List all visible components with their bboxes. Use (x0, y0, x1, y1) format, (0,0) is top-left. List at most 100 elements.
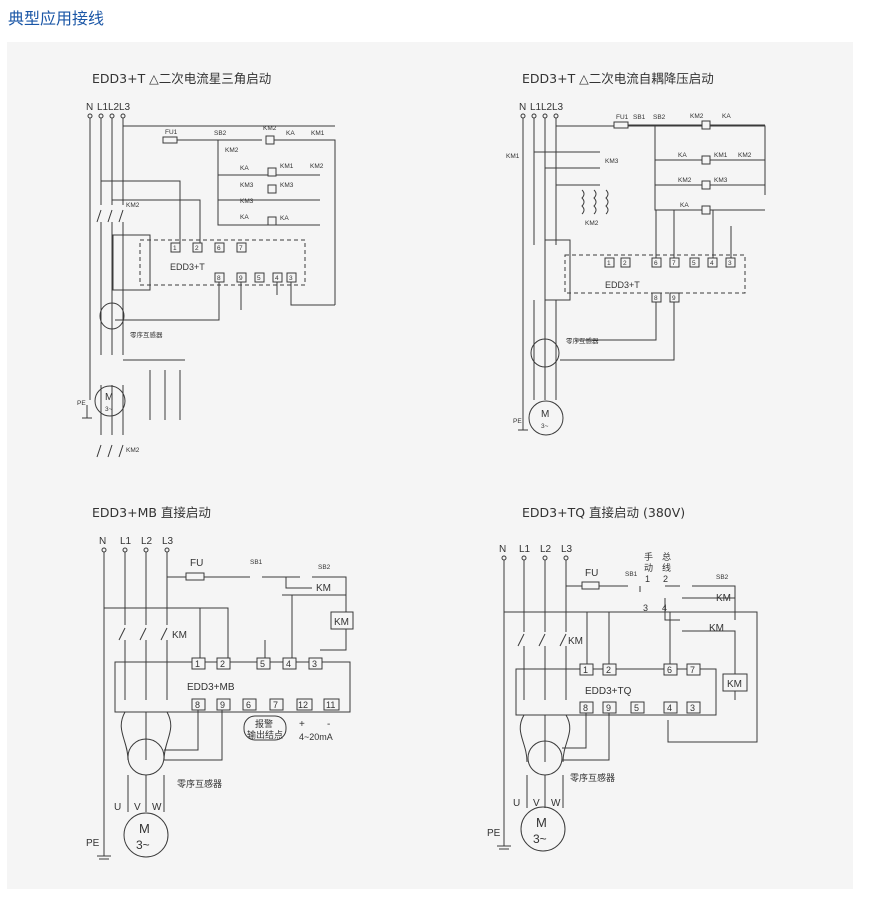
svg-text:SB2: SB2 (653, 114, 666, 121)
diagram-title: EDD3+T △二次电流星三角启动 (92, 71, 271, 86)
svg-text:2: 2 (623, 260, 627, 267)
svg-text:PE: PE (487, 828, 501, 839)
svg-text:3~: 3~ (105, 406, 113, 413)
svg-text:KM: KM (716, 593, 731, 604)
svg-text:V: V (134, 802, 141, 813)
svg-text:L1: L1 (120, 536, 132, 547)
diagram-panel (7, 42, 853, 889)
svg-text:W: W (152, 802, 162, 813)
svg-text:KA: KA (722, 113, 731, 120)
svg-text:KM2: KM2 (310, 163, 324, 170)
svg-text:1: 1 (173, 245, 177, 252)
svg-text:KM: KM (709, 623, 724, 634)
device-label: EDD3+T (170, 262, 205, 272)
device-label: EDD3+TQ (585, 686, 632, 697)
svg-text:8: 8 (195, 700, 200, 710)
svg-text:N: N (499, 544, 506, 555)
svg-text:2: 2 (606, 665, 611, 675)
svg-text:KM2: KM2 (690, 113, 704, 120)
svg-text:3: 3 (289, 275, 293, 282)
svg-text:7: 7 (690, 665, 695, 675)
device-label: EDD3+T (605, 280, 640, 290)
svg-text:SB2: SB2 (318, 564, 331, 571)
svg-text:KM3: KM3 (605, 158, 619, 165)
svg-text:KA: KA (678, 152, 687, 159)
svg-text:SB1: SB1 (250, 559, 263, 566)
svg-text:5: 5 (692, 260, 696, 267)
svg-text:KM1: KM1 (714, 152, 728, 159)
svg-text:+: + (299, 719, 305, 730)
svg-text:KM2: KM2 (225, 147, 239, 154)
svg-text:5: 5 (634, 703, 639, 713)
svg-text:KM1: KM1 (311, 130, 325, 137)
svg-text:KM: KM (172, 630, 187, 641)
diagram-autotransformer: EDD3+T △二次电流自耦降压启动 N L1 L2 L3 KM1 FU1 SB… (506, 71, 766, 436)
svg-text:3~: 3~ (541, 423, 549, 430)
svg-text:线: 线 (662, 562, 671, 573)
svg-text:-: - (327, 719, 330, 730)
svg-text:1: 1 (195, 659, 200, 669)
svg-text:4~20mA: 4~20mA (299, 732, 333, 742)
svg-text:SB2: SB2 (716, 574, 729, 581)
svg-text:3: 3 (643, 603, 648, 613)
svg-text:SB2: SB2 (214, 130, 227, 137)
svg-text:手: 手 (644, 551, 653, 562)
svg-text:6: 6 (217, 245, 221, 252)
svg-text:KA: KA (280, 215, 289, 222)
svg-text:L3: L3 (162, 536, 174, 547)
svg-text:8: 8 (217, 275, 221, 282)
svg-text:7: 7 (273, 700, 278, 710)
svg-text:FU: FU (585, 568, 598, 579)
svg-text:1: 1 (583, 665, 588, 675)
svg-text:KM3: KM3 (240, 182, 254, 189)
svg-text:8: 8 (654, 295, 658, 302)
svg-text:1: 1 (607, 260, 611, 267)
svg-text:8: 8 (583, 703, 588, 713)
svg-text:7: 7 (239, 245, 243, 252)
svg-text:SB1: SB1 (625, 571, 638, 578)
svg-text:2: 2 (220, 659, 225, 669)
diagram-title: EDD3+MB 直接启动 (92, 505, 211, 520)
svg-text:KM: KM (334, 617, 349, 628)
svg-text:KM3: KM3 (240, 198, 254, 205)
svg-text:SB1: SB1 (633, 114, 646, 121)
svg-text:零序互感器: 零序互感器 (130, 330, 163, 339)
svg-text:11: 11 (326, 700, 335, 710)
svg-text:4: 4 (275, 275, 279, 282)
svg-text:KA: KA (680, 202, 689, 209)
line-label-l2: L2 (108, 102, 120, 113)
svg-text:KM2: KM2 (263, 125, 277, 132)
diagram-direct-start-mb: EDD3+MB 直接启动 N L1 L2 L3 KM FU SB1 SB2 KM… (86, 505, 354, 860)
svg-text:KM2: KM2 (738, 152, 752, 159)
svg-text:PE: PE (513, 418, 522, 425)
svg-text:L3: L3 (552, 102, 564, 113)
svg-text:KM3: KM3 (714, 177, 728, 184)
svg-text:9: 9 (606, 703, 611, 713)
svg-text:U: U (114, 802, 121, 813)
svg-text:M: M (536, 815, 547, 830)
svg-text:KM1: KM1 (280, 163, 294, 170)
svg-text:6: 6 (654, 260, 658, 267)
svg-text:7: 7 (672, 260, 676, 267)
svg-text:L1: L1 (530, 102, 542, 113)
svg-text:2: 2 (195, 245, 199, 252)
svg-text:动: 动 (644, 563, 653, 573)
svg-text:6: 6 (667, 665, 672, 675)
svg-text:4: 4 (710, 260, 714, 267)
diagram-title: EDD3+T △二次电流自耦降压启动 (522, 71, 714, 86)
svg-text:KM3: KM3 (280, 182, 294, 189)
svg-text:PE: PE (77, 400, 86, 407)
page-title: 典型应用接线 (8, 9, 105, 28)
svg-text:L2: L2 (541, 102, 553, 113)
svg-text:N: N (99, 536, 106, 547)
svg-text:总: 总 (662, 551, 671, 562)
svg-text:KA: KA (240, 165, 249, 172)
svg-text:3: 3 (728, 260, 732, 267)
svg-text:报警: 报警 (255, 718, 273, 729)
svg-text:M: M (105, 392, 113, 403)
svg-text:9: 9 (672, 295, 676, 302)
svg-text:5: 5 (257, 275, 261, 282)
svg-text:KM1: KM1 (506, 153, 520, 160)
svg-text:3~: 3~ (136, 838, 150, 852)
svg-text:零序互感器: 零序互感器 (566, 336, 599, 345)
